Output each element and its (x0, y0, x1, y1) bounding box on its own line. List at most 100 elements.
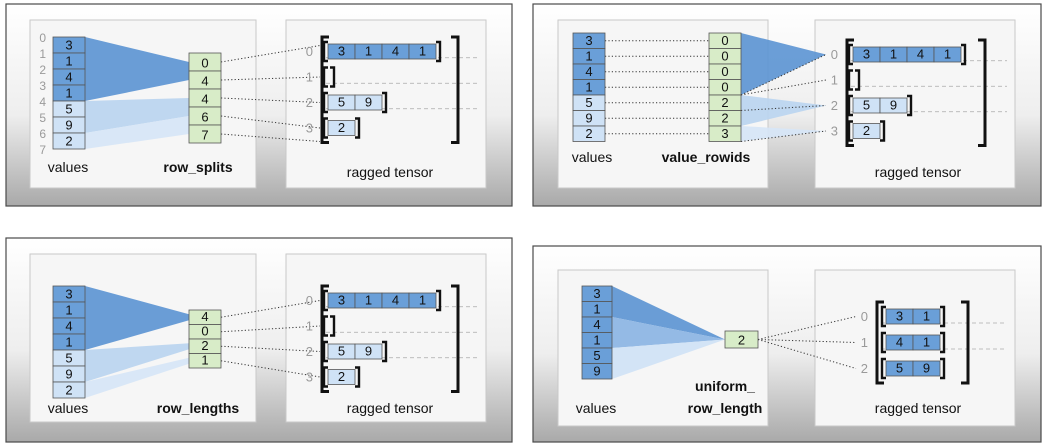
row-left-bracket (322, 66, 328, 88)
ragged-cell-label: 4 (392, 44, 399, 59)
ragged-cell-label: 1 (419, 293, 426, 308)
wedge-row-3 (741, 126, 826, 142)
values-label: values (48, 159, 88, 175)
ragged-cell (354, 343, 383, 360)
ragged-cell-label: 3 (338, 44, 345, 59)
mapping-wedges (741, 33, 826, 142)
row-index: 2 (306, 344, 313, 359)
wedge-row-1 (612, 317, 725, 348)
ragged-tensor-label: ragged tensor (347, 400, 434, 416)
encoding-cell-label: 7 (201, 128, 208, 143)
value-cell (52, 381, 86, 399)
mapping-wedges (85, 37, 189, 149)
encoding-cell-label: 2 (721, 95, 728, 110)
row-index: 2 (306, 95, 313, 110)
uniform-link-2 (757, 339, 857, 369)
ragged-cell (933, 46, 962, 63)
row-right-bracket (907, 94, 913, 117)
wedge-row-0 (612, 286, 725, 340)
ragged-cell-label: 9 (365, 344, 372, 359)
row-left-bracket (322, 289, 328, 312)
row-index: 2 (861, 361, 868, 376)
encoding-cell-label: 0 (201, 56, 208, 71)
mapping-wedges (85, 286, 189, 398)
ragged-cell-label: 3 (896, 309, 903, 324)
mapping-wedges (612, 286, 725, 379)
outer-left-bracket (320, 35, 329, 144)
row-right-bracket (961, 43, 967, 66)
encoding-cell (188, 353, 222, 369)
value-cell-label: 1 (65, 54, 72, 69)
outer-right-bracket (961, 300, 970, 385)
value-cell-label: 3 (65, 287, 72, 302)
value-index: 0 (39, 31, 46, 45)
ragged-cell (408, 43, 437, 60)
wedge-row-3 (85, 357, 189, 398)
wedge-row-2 (85, 343, 189, 382)
ragged-cell (327, 120, 356, 136)
split-link-4 (220, 133, 321, 142)
encoding-label: row_splits (163, 159, 232, 175)
row-index: 2 (831, 98, 838, 113)
value-cell-label: 4 (593, 317, 600, 332)
ragged-cell-label: 1 (365, 293, 372, 308)
value-cell-label: 1 (585, 80, 592, 95)
ragged-cell-label: 1 (944, 47, 951, 62)
row-right-bracket (940, 331, 946, 354)
value-cell-label: 1 (65, 303, 72, 318)
value-cell (581, 363, 613, 380)
wedge-row-0 (85, 286, 189, 350)
row-right-bracket (330, 66, 336, 88)
value-cell-label: 3 (585, 33, 592, 48)
length-link-1 (220, 325, 321, 333)
row-right-bracket (436, 289, 442, 312)
value-cell-label: 4 (585, 64, 592, 79)
row-right-bracket (382, 340, 388, 363)
row-right-bracket (355, 366, 361, 388)
ragged-cell-label: 5 (338, 344, 345, 359)
row-index: 1 (306, 319, 313, 334)
encoding-cell-label: 0 (201, 324, 208, 339)
wedge-row-2 (612, 339, 725, 379)
outer-right-bracket (978, 38, 987, 147)
row-index: 3 (831, 124, 838, 139)
encoding-cell (188, 124, 222, 144)
value-index: 4 (39, 95, 46, 109)
encoding-column: 2 (724, 330, 759, 349)
split-link-1 (220, 76, 321, 81)
value-index: 2 (39, 63, 46, 77)
ragged-cell-label: 3 (863, 47, 870, 62)
value-cell-label: 5 (585, 95, 592, 110)
values-label: values (576, 400, 616, 416)
values-label: values (572, 149, 612, 165)
row-index: 3 (306, 121, 313, 136)
value-index: 5 (39, 111, 46, 125)
wedge-row-2 (85, 98, 189, 133)
row-index: 1 (831, 73, 838, 88)
row-right-bracket (330, 315, 336, 337)
row-left-bracket (847, 69, 853, 91)
rowid-boundary-1 (740, 79, 827, 96)
rowid-boundary-0 (740, 54, 827, 96)
encoding-label: uniform_ (695, 378, 755, 394)
ragged-cell-label: 9 (365, 95, 372, 110)
ragged-cell-label: 3 (338, 293, 345, 308)
outer-left-bracket (320, 284, 329, 393)
value-cell-label: 3 (593, 286, 600, 301)
value-index: 7 (39, 143, 46, 157)
ragged-cell-label: 2 (338, 369, 345, 384)
row-left-bracket (322, 366, 328, 388)
value-cell-label: 3 (65, 38, 72, 53)
value-cell-label: 5 (65, 102, 72, 117)
